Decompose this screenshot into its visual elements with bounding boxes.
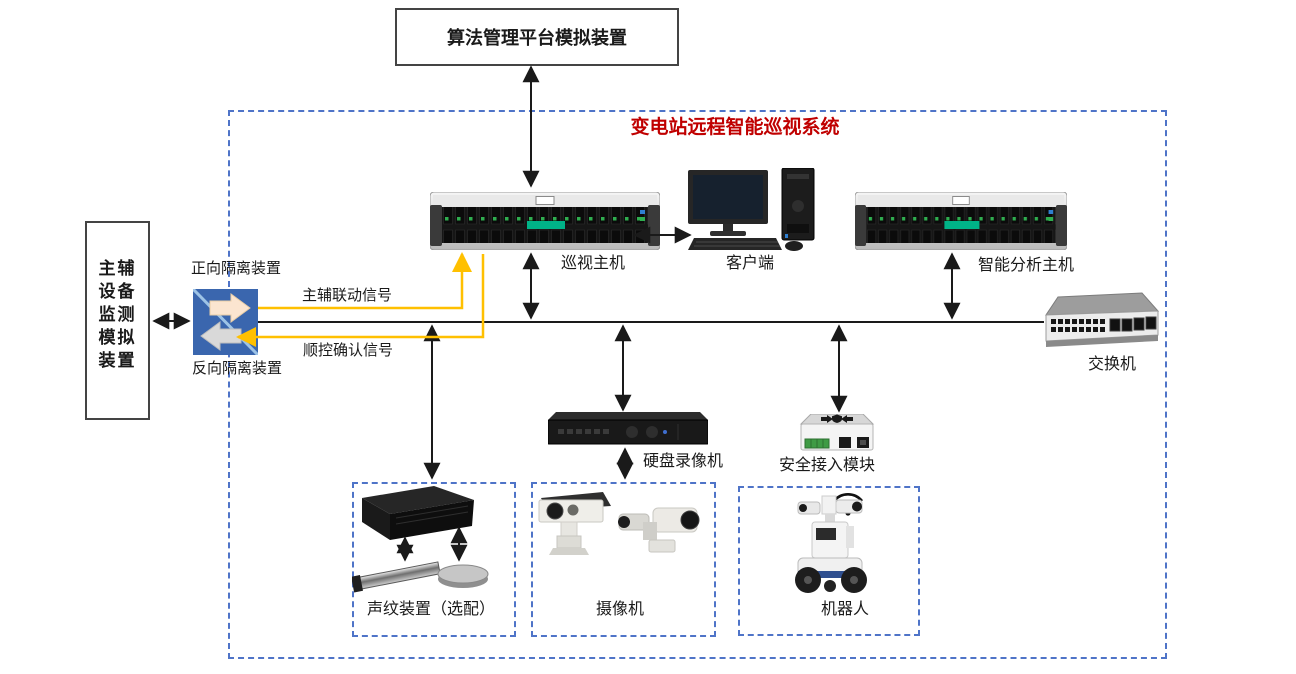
algorithm-platform-box: 算法管理平台模拟装置 [395, 8, 679, 66]
algorithm-platform-label: 算法管理平台模拟装置 [447, 28, 627, 48]
switch-image [1045, 292, 1160, 347]
main-aux-line: 主辅 [98, 259, 137, 278]
analysis-host-image [855, 192, 1067, 250]
security-module-label: 安全接入模块 [778, 457, 875, 474]
main-aux-line: 监测 [98, 305, 137, 324]
main-aux-line: 设备 [98, 282, 137, 301]
robot-group-box [738, 486, 920, 636]
diagram-title: 变电站远程智能巡视系统 [630, 117, 840, 138]
reverse-isolation-label: 反向隔离装置 [191, 361, 282, 377]
isolation-device-image [193, 289, 258, 355]
switch-label: 交换机 [1087, 356, 1136, 373]
linkage-signal-label: 主辅联动信号 [301, 288, 392, 304]
robot-label: 机器人 [820, 601, 869, 618]
camera-image [538, 492, 700, 555]
forward-isolation-label: 正向隔离装置 [190, 261, 281, 277]
security-module-image [799, 414, 875, 451]
client-image [688, 168, 815, 251]
inspection-host-label: 巡视主机 [560, 255, 625, 272]
dvr-image [548, 412, 708, 445]
dvr-label: 硬盘录像机 [642, 453, 723, 470]
main-aux-monitor-box: 主辅 设备 监测 模拟 装置 [85, 221, 150, 420]
robot-image [795, 493, 867, 593]
voiceprint-image [352, 486, 489, 593]
camera-group-box [531, 482, 716, 637]
voiceprint-group-box [352, 482, 516, 637]
main-aux-line: 模拟 [98, 328, 137, 347]
camera-label: 摄像机 [595, 601, 644, 618]
main-aux-line: 装置 [98, 351, 137, 370]
inspection-host-image [430, 192, 660, 250]
voiceprint-label: 声纹装置（选配） [366, 601, 495, 618]
client-label: 客户端 [725, 255, 774, 272]
system-boundary [228, 110, 1167, 659]
confirm-signal-label: 顺控确认信号 [302, 343, 393, 359]
analysis-host-label: 智能分析主机 [977, 257, 1074, 274]
